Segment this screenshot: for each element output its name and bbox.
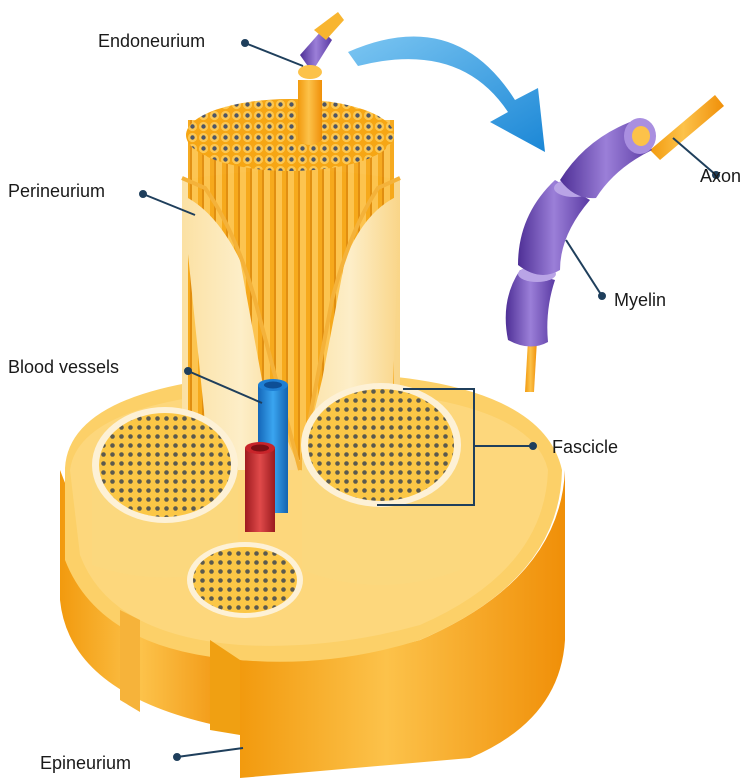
label-blood-vessels: Blood vessels (8, 357, 119, 377)
label-axon: Axon (700, 166, 741, 186)
label-fascicle: Fascicle (552, 437, 618, 457)
fascicle-bottom (187, 542, 303, 618)
fascicle-right (301, 383, 461, 585)
label-perineurium: Perineurium (8, 181, 105, 201)
label-epineurium: Epineurium (40, 753, 131, 773)
label-endoneurium: Endoneurium (98, 31, 205, 51)
label-myelin: Myelin (614, 290, 666, 310)
